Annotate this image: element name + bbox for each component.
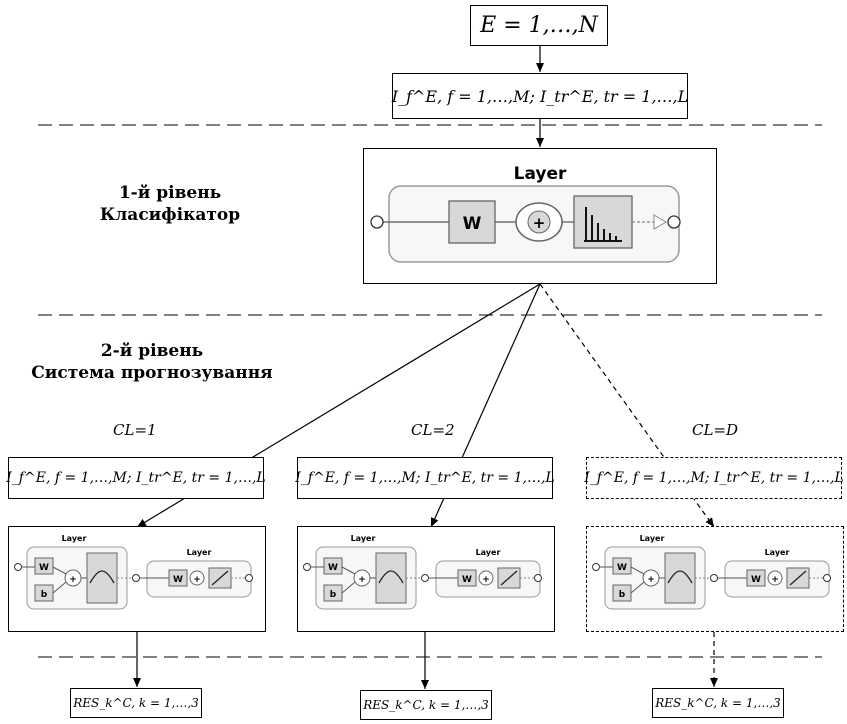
netd-b: b — [619, 590, 626, 600]
e-range-box: E = 1,…,N — [470, 5, 608, 46]
netd-layer1-title: Layer — [640, 534, 665, 543]
result-box-d: RES_k^C, k = 1,…,3 — [652, 688, 784, 718]
net1-layer2-title: Layer — [187, 548, 212, 557]
level1-label-line1: 1-й рівень — [118, 183, 222, 203]
net1-b: b — [41, 590, 48, 600]
cl-label-d: CL=D — [692, 421, 739, 439]
netd-w: W — [617, 563, 627, 573]
input-node — [370, 215, 384, 229]
net2-plus2: + — [482, 575, 490, 585]
net2-layer2-title: Layer — [476, 548, 501, 557]
net2-layer1-title: Layer — [351, 534, 376, 543]
network-graphic-2: Layer W b + Layer W + — [303, 534, 542, 610]
sum-symbol: + — [533, 214, 546, 232]
classifier-layer-box: Layer W + — [363, 148, 717, 284]
network-graphic-d: Layer W b + Layer W + — [592, 534, 831, 610]
cl-label-2: CL=2 — [411, 421, 455, 439]
network-graphic-1: Layer W b + Layer W + — [14, 534, 253, 610]
result-text-2: RES_k^C, k = 1,…,3 — [363, 698, 489, 712]
output-node — [667, 215, 681, 229]
weight-block — [448, 200, 496, 244]
net1-w: W — [39, 563, 49, 573]
branch-input-text-2: I_f^E, f = 1,…,M; I_tr^E, tr = 1,…,L — [295, 470, 555, 486]
index-set-box: I_f^E, f = 1,…,M; I_tr^E, tr = 1,…,L — [392, 73, 688, 119]
classifier-layer-graphic: Layer W + — [370, 164, 681, 263]
level1-label: 1-й рівень Класифікатор — [70, 182, 270, 226]
network-box-2: Layer W b + Layer W + — [297, 526, 555, 632]
branch-input-box-d: I_f^E, f = 1,…,M; I_tr^E, tr = 1,…,L — [584, 457, 844, 499]
arrow-classifier-to-cld — [539, 283, 715, 528]
result-text-d: RES_k^C, k = 1,…,3 — [655, 696, 781, 710]
classifier-layer-title: Layer — [514, 164, 567, 184]
index-set-text: I_f^E, f = 1,…,M; I_tr^E, tr = 1,…,L — [391, 86, 689, 106]
cl-label-1: CL=1 — [113, 421, 157, 439]
net2-plus: + — [358, 575, 366, 585]
result-box-1: RES_k^C, k = 1,…,3 — [70, 688, 202, 718]
e-range-text: E = 1,…,N — [480, 13, 598, 38]
net1-plus: + — [69, 575, 77, 585]
netd-plus: + — [647, 575, 655, 585]
branch-input-text-1: I_f^E, f = 1,…,M; I_tr^E, tr = 1,…,L — [6, 470, 266, 486]
netd-w2: W — [751, 575, 761, 585]
level2-label-line2: Система прогнозування — [31, 363, 273, 383]
netd-plus2: + — [771, 575, 779, 585]
branch-input-box-2: I_f^E, f = 1,…,M; I_tr^E, tr = 1,…,L — [295, 457, 555, 499]
weight-symbol: W — [463, 214, 482, 234]
net2-b: b — [330, 590, 337, 600]
net1-layer1-title: Layer — [62, 534, 87, 543]
net2-w: W — [328, 563, 338, 573]
netd-layer2-title: Layer — [765, 548, 790, 557]
result-box-2: RES_k^C, k = 1,…,3 — [360, 690, 492, 720]
network-box-1: Layer W b + Layer W + — [8, 526, 266, 632]
histogram-icon — [584, 207, 622, 242]
network-box-d: Layer W b + Layer W + — [586, 526, 844, 632]
branch-input-text-d: I_f^E, f = 1,…,M; I_tr^E, tr = 1,…,L — [584, 470, 844, 486]
level2-label-line1: 2-й рівень — [100, 341, 204, 361]
net1-plus2: + — [193, 575, 201, 585]
result-text-1: RES_k^C, k = 1,…,3 — [73, 696, 199, 710]
net1-w2: W — [173, 575, 183, 585]
level1-label-line2: Класифікатор — [99, 205, 241, 225]
net2-w2: W — [462, 575, 472, 585]
branch-input-box-1: I_f^E, f = 1,…,M; I_tr^E, tr = 1,…,L — [6, 457, 266, 499]
level2-label: 2-й рівень Система прогнозування — [12, 340, 292, 384]
